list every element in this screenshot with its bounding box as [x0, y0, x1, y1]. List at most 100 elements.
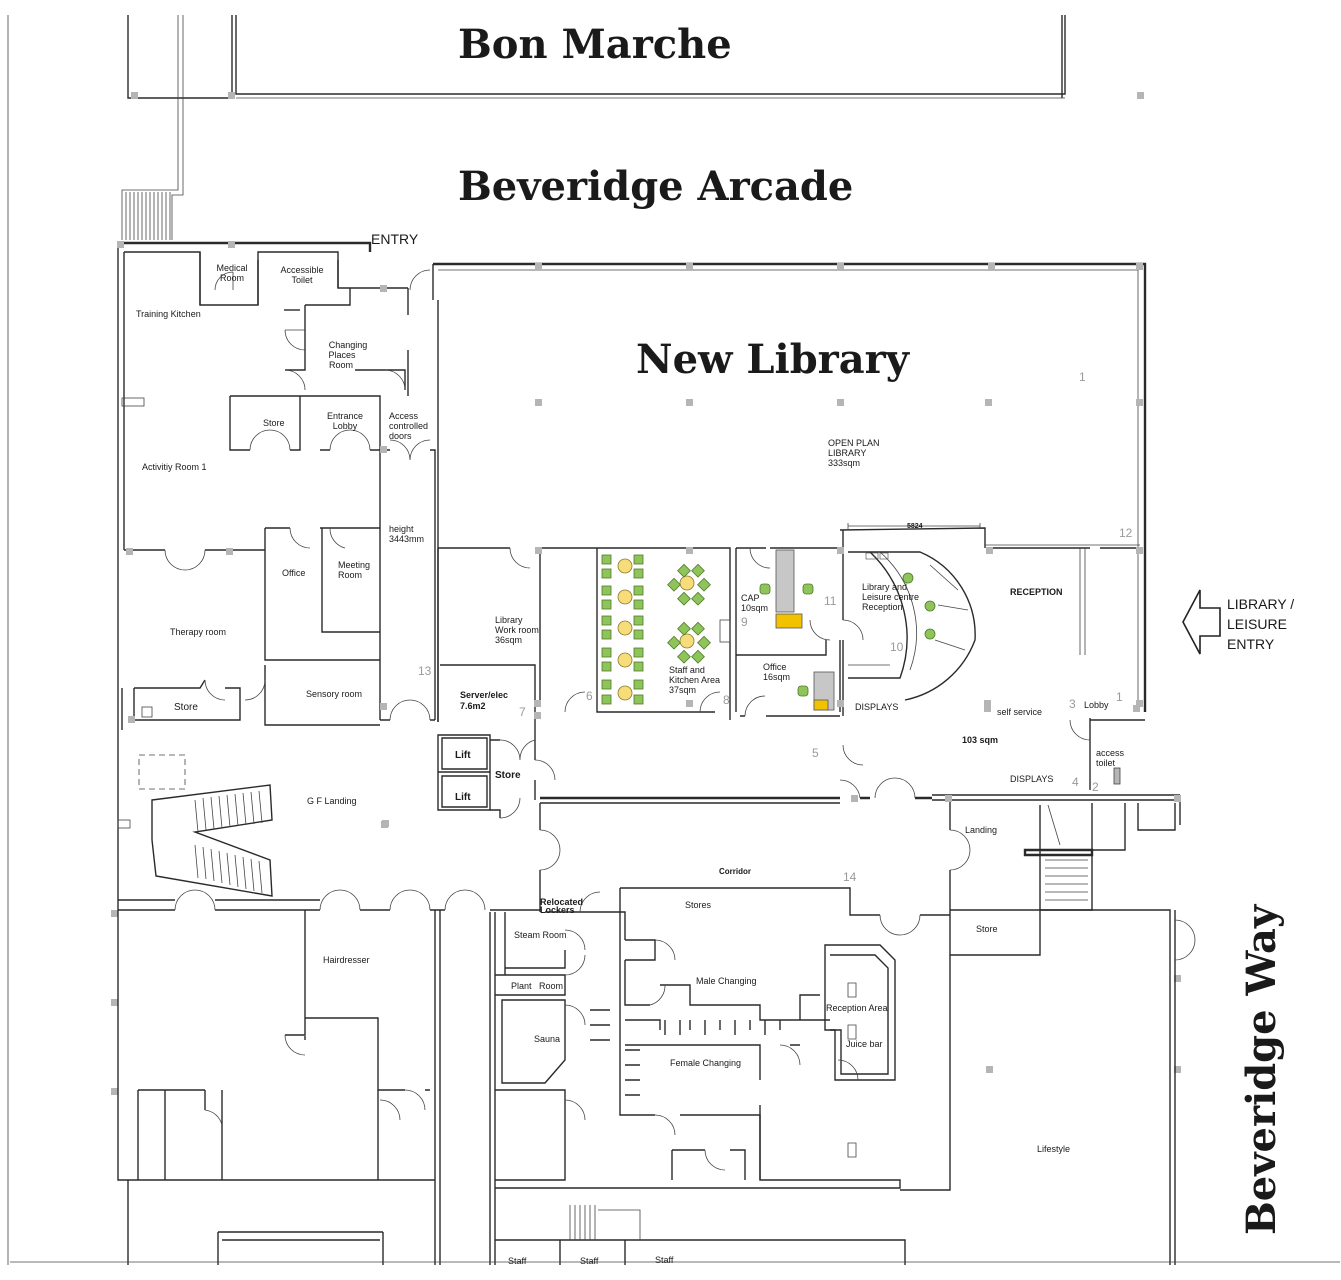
library-work-label-1: Library: [495, 615, 523, 625]
zone-number-2: 2: [1092, 780, 1099, 794]
self-service-label: self service: [997, 707, 1042, 717]
male-changing-label: Male Changing: [696, 976, 757, 986]
server-label-1: Server/elec: [460, 690, 508, 700]
staff-kitchen-label-1: Staff and: [669, 665, 705, 675]
office-1-label: Office: [282, 568, 305, 578]
height-label-2: 3443mm: [389, 534, 424, 544]
steam-room-label: Steam Room: [514, 930, 567, 940]
office-2-label-1: Office: [763, 662, 786, 672]
library-entry-arrow[interactable]: [1182, 589, 1221, 655]
lockers-label-2: Lockers: [540, 905, 575, 915]
open-plan-label-3: 333sqm: [828, 458, 860, 468]
lockers-label-1: Relocated: [540, 897, 583, 907]
lobby-label: Lobby: [1084, 700, 1109, 710]
street-beveridge-way: Beveridge Way: [1238, 903, 1285, 1235]
plant-room-label: Plant Room: [511, 981, 563, 991]
reception-label: RECEPTION: [1010, 587, 1063, 597]
left-wing-walls: [117, 241, 436, 910]
reception-desk: [847, 523, 981, 701]
therapy-room-label: Therapy room: [170, 627, 226, 637]
access-toilet-label-2: toilet: [1096, 758, 1116, 768]
entrance-lobby-label-2: Lobby: [333, 421, 358, 431]
library-shell: [432, 262, 1147, 790]
middle-markers: [111, 705, 1181, 1095]
office-2-label-2: 16sqm: [763, 672, 790, 682]
sensory-room-label: Sensory room: [306, 689, 362, 699]
middle-walls: [118, 720, 1181, 956]
medical-room-label-2: Room: [220, 273, 244, 283]
store-1-label: Store: [263, 418, 285, 428]
access-doors-label-3: doors: [389, 431, 412, 441]
zone-number-1b: 1: [1116, 690, 1123, 704]
training-kitchen-label: Training Kitchen: [136, 309, 201, 319]
library-work-label-2: Work room: [495, 625, 539, 635]
store-3-label: Store: [495, 770, 521, 781]
library-doors: [509, 547, 1091, 766]
dimension-label: 5824: [907, 523, 923, 530]
open-plan-label-1: OPEN PLAN: [828, 438, 880, 448]
accessible-toilet-label-1: Accessible: [280, 265, 323, 275]
leisure-reception-label-2: Leisure centre: [862, 592, 919, 602]
cap-label-1: CAP: [741, 593, 760, 603]
library-entry-label-1: LIBRARY /: [1227, 596, 1294, 612]
bon-marche-building: [7, 15, 1144, 1265]
lift-2-label: Lift: [455, 792, 471, 803]
changing-places-label-3: Room: [329, 360, 353, 370]
zone-number-9: 9: [741, 615, 748, 629]
access-toilet-label-1: access: [1096, 748, 1125, 758]
store-4-label: Store: [976, 924, 998, 934]
zone-number-11: 11: [824, 594, 837, 608]
height-label-1: height: [389, 524, 414, 534]
north-stair: [121, 15, 184, 240]
meeting-room-label-2: Room: [338, 570, 362, 580]
medical-room-label-1: Medical: [216, 263, 247, 273]
new-library-title: New Library: [636, 336, 911, 383]
library-entry-label-3: ENTRY: [1227, 636, 1275, 652]
landing-label: Landing: [965, 825, 997, 835]
entry-label: ENTRY: [371, 231, 419, 247]
south-doors: [204, 919, 1196, 1171]
server-label-2: 7.6m2: [460, 701, 486, 711]
south-walls: [10, 888, 1340, 1265]
main-staircase: [151, 784, 273, 897]
zone-number-14: 14: [843, 870, 857, 884]
middle-doors: [174, 739, 971, 936]
street-beveridge-arcade: Beveridge Arcade: [458, 163, 853, 210]
access-doors-label-1: Access: [389, 411, 419, 421]
store-2-label: Store: [174, 702, 198, 713]
changing-places-label-2: Places: [328, 350, 356, 360]
lifestyle-label: Lifestyle: [1037, 1144, 1070, 1154]
accessible-toilet-label-2: Toilet: [291, 275, 313, 285]
staff-2-label: Staff: [580, 1256, 599, 1266]
staff-1-label: Staff: [508, 1256, 527, 1266]
staff-kitchen-furniture: [601, 554, 731, 705]
meeting-room-label-1: Meeting: [338, 560, 370, 570]
street-bon-marche: Bon Marche: [458, 21, 732, 68]
sauna-label: Sauna: [534, 1034, 560, 1044]
zone-number-10: 10: [890, 640, 904, 654]
library-markers: [534, 263, 1143, 719]
juice-bar-label: Juice bar: [846, 1039, 883, 1049]
female-changing-label: Female Changing: [670, 1058, 741, 1068]
access-doors-label-2: controlled: [389, 421, 428, 431]
displays-2-label: DISPLAYS: [1010, 774, 1053, 784]
area-103-label: 103 sqm: [962, 735, 998, 745]
zone-number-13: 13: [418, 664, 432, 678]
displays-1-label: DISPLAYS: [855, 702, 898, 712]
changing-places-label-1: Changing: [329, 340, 368, 350]
zone-number-7: 7: [519, 705, 526, 719]
